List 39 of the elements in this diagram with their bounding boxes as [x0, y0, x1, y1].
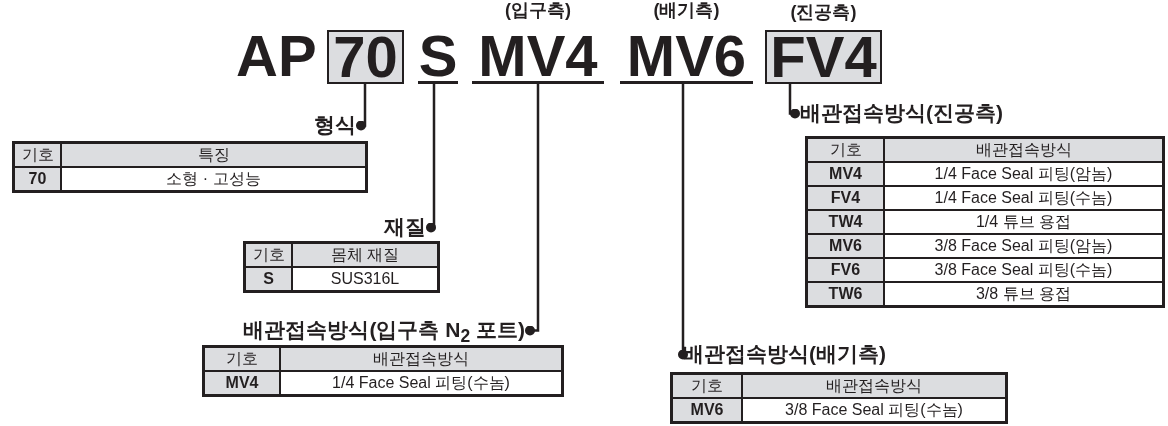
section-heading: 배관접속방식(진공측) [800, 101, 1030, 126]
table-cell: MV4 [806, 162, 884, 186]
table-header-cell: 몸체 재질 [292, 242, 439, 267]
code-text: MV4 [478, 23, 598, 88]
table-header-cell: 기호 [203, 346, 280, 371]
code-text: FV4 [770, 24, 877, 89]
table-header-cell: 배관접속방식 [742, 373, 1007, 398]
table-header-cell: 기호 [806, 137, 884, 162]
side-note: (진공측) [790, 2, 857, 22]
table-cell: TW4 [806, 210, 884, 234]
leader-line [356, 84, 367, 131]
table-header-cell: 배관접속방식 [884, 137, 1164, 162]
table-cell: MV6 [671, 398, 742, 423]
code-prefix: AP [236, 30, 317, 81]
leader-line [426, 84, 436, 233]
code-segment: S [418, 30, 458, 84]
section-heading: 형식 [300, 113, 356, 138]
leader-line [525, 84, 540, 336]
table-header-cell: 기호 [13, 142, 61, 167]
section-heading: 재질 [365, 215, 426, 240]
section-heading: 배관접속방식(입구측 N$_{2}$ 포트) [210, 318, 525, 343]
leader-line [788, 84, 800, 119]
table-cell: 70 [13, 167, 61, 192]
code-box: 70 [327, 30, 404, 84]
table-header-cell: 배관접속방식 [280, 346, 563, 371]
table-header-cell: 특징 [61, 142, 367, 167]
table-cell: TW6 [806, 282, 884, 307]
table-cell: MV6 [806, 234, 884, 258]
table-cell: S [244, 267, 292, 292]
code-text: MV6 [626, 23, 747, 88]
section-heading: 배관접속방식(배기측) [683, 342, 913, 367]
side-note: (입구측) [505, 0, 571, 20]
table-cell: FV6 [806, 258, 884, 282]
table-header-cell: 기호 [671, 373, 742, 398]
table-header-cell: 기호 [244, 242, 292, 267]
side-note: (배기측) [653, 0, 720, 20]
table-cell: FV4 [806, 186, 884, 210]
table-cell: MV4 [203, 371, 280, 396]
leader-line [678, 84, 688, 360]
